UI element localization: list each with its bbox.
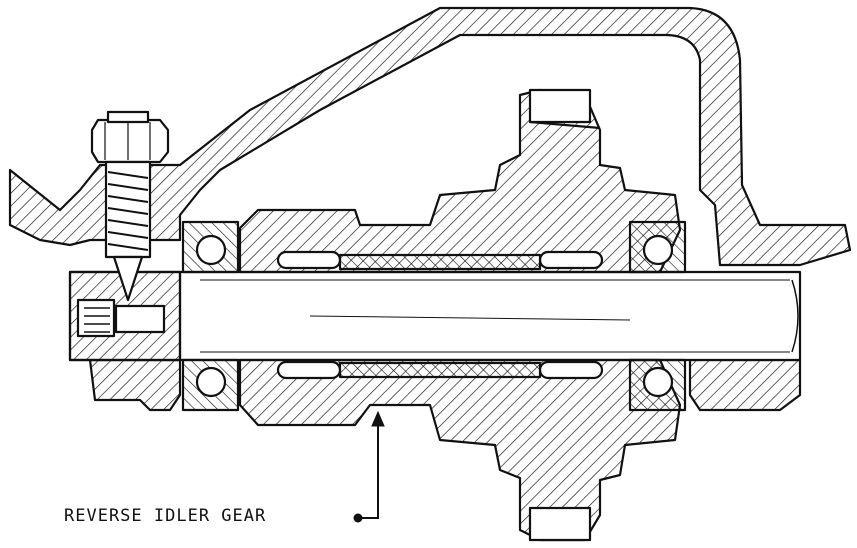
callout-dot	[353, 513, 363, 523]
spacer-sleeve	[338, 361, 542, 379]
reverse-idler-gear-label: REVERSE IDLER GEAR	[64, 506, 267, 526]
lock-spring	[107, 171, 149, 251]
bearing-ball	[195, 366, 227, 398]
needle-roller	[538, 360, 604, 380]
idler-shaft	[68, 270, 802, 362]
housing-lower-right	[688, 358, 802, 412]
bearing-ball	[642, 366, 674, 398]
gear-hub-upper	[238, 88, 682, 274]
gear-tooth-upper	[528, 88, 592, 124]
lock-pin-slot	[114, 304, 166, 334]
lock-pin-point	[112, 255, 144, 302]
spacer-sleeve	[338, 253, 542, 271]
needle-roller	[276, 250, 342, 270]
needle-roller	[538, 250, 604, 270]
needle-roller	[276, 360, 342, 380]
bearing-ball	[642, 234, 674, 266]
gear-hub-lower	[238, 358, 682, 542]
gear-tooth-lower	[528, 506, 592, 542]
callout-leader-line	[360, 418, 379, 519]
housing-lower-left	[88, 358, 182, 412]
bearing-ball	[195, 234, 227, 266]
housing-casting	[8, 6, 852, 267]
lock-pin-bore	[76, 298, 116, 338]
callout-arrowhead	[371, 410, 385, 427]
lock-nut	[90, 118, 170, 164]
screw-head	[106, 110, 150, 124]
